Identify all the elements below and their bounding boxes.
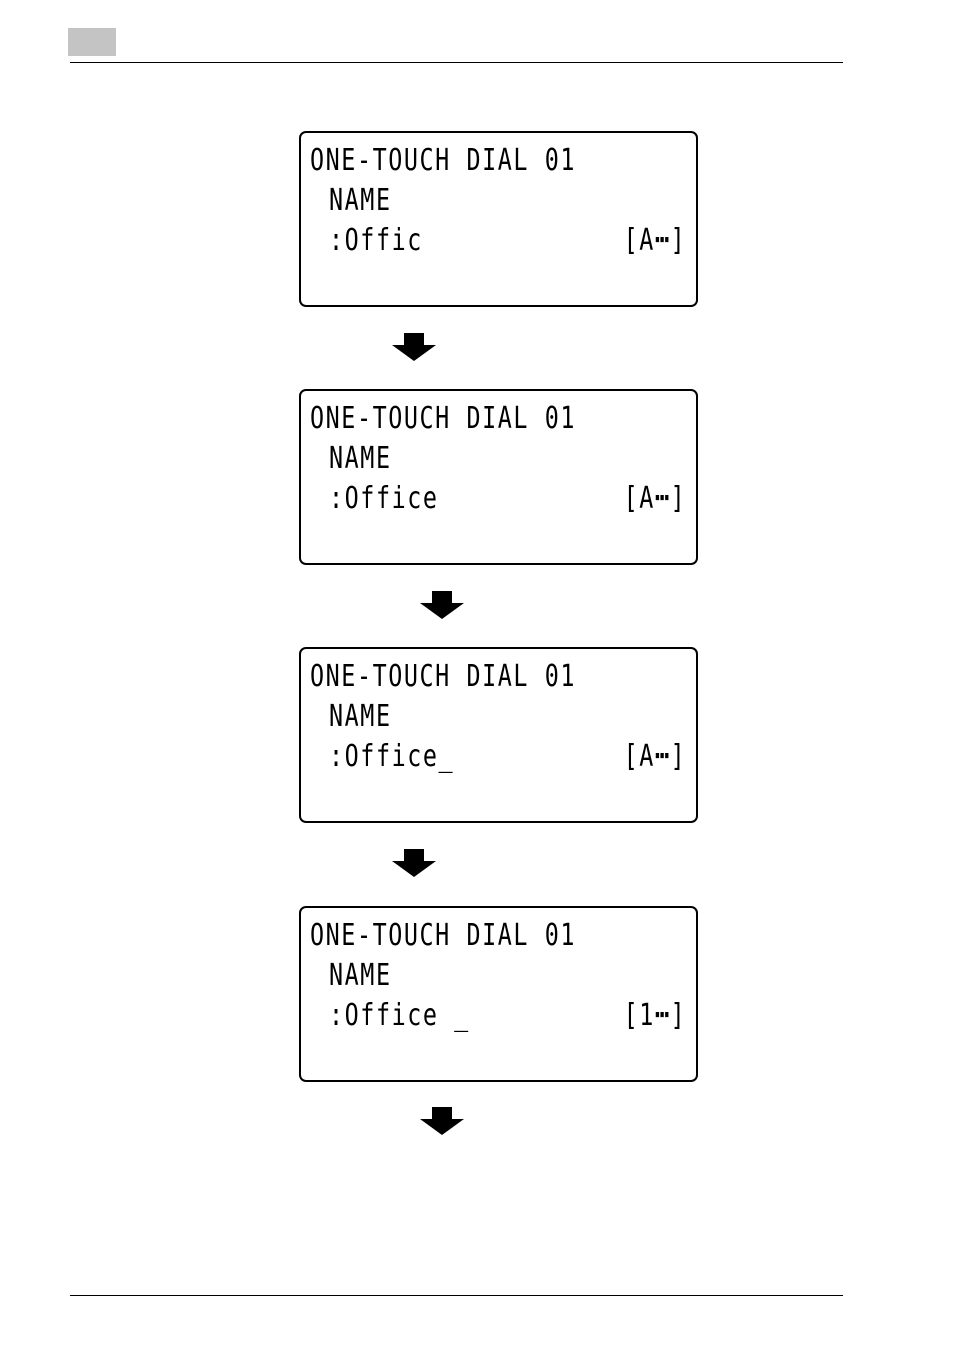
lcd-screen-3: ONE-TOUCH DIAL 01 NAME :Office_ [A┅] bbox=[299, 647, 698, 823]
lcd-input-mode: [1┅] bbox=[623, 1001, 686, 1031]
lcd-label: NAME bbox=[329, 702, 392, 732]
lcd-input-mode: [A┅] bbox=[623, 742, 686, 772]
header-rule bbox=[70, 62, 843, 63]
down-arrow-icon bbox=[420, 591, 464, 619]
lcd-value: :Office _ bbox=[329, 1001, 470, 1031]
lcd-value: :Office_ bbox=[329, 742, 454, 772]
footer-rule bbox=[70, 1295, 843, 1296]
lcd-label: NAME bbox=[329, 961, 392, 991]
lcd-screen-1: ONE-TOUCH DIAL 01 NAME :Offic [A┅] bbox=[299, 131, 698, 307]
lcd-screen-4: ONE-TOUCH DIAL 01 NAME :Office _ [1┅] bbox=[299, 906, 698, 1082]
lcd-value: :Office bbox=[329, 484, 439, 514]
lcd-title: ONE-TOUCH DIAL 01 bbox=[310, 662, 576, 692]
lcd-title: ONE-TOUCH DIAL 01 bbox=[310, 921, 576, 951]
down-arrow-icon bbox=[392, 849, 436, 877]
lcd-label: NAME bbox=[329, 186, 392, 216]
lcd-title: ONE-TOUCH DIAL 01 bbox=[310, 146, 576, 176]
lcd-label: NAME bbox=[329, 444, 392, 474]
lcd-value: :Offic bbox=[329, 226, 423, 256]
lcd-input-mode: [A┅] bbox=[623, 226, 686, 256]
page-header-tab bbox=[68, 28, 116, 56]
lcd-title: ONE-TOUCH DIAL 01 bbox=[310, 404, 576, 434]
down-arrow-icon bbox=[420, 1107, 464, 1135]
down-arrow-icon bbox=[392, 333, 436, 361]
lcd-screen-2: ONE-TOUCH DIAL 01 NAME :Office [A┅] bbox=[299, 389, 698, 565]
lcd-input-mode: [A┅] bbox=[623, 484, 686, 514]
